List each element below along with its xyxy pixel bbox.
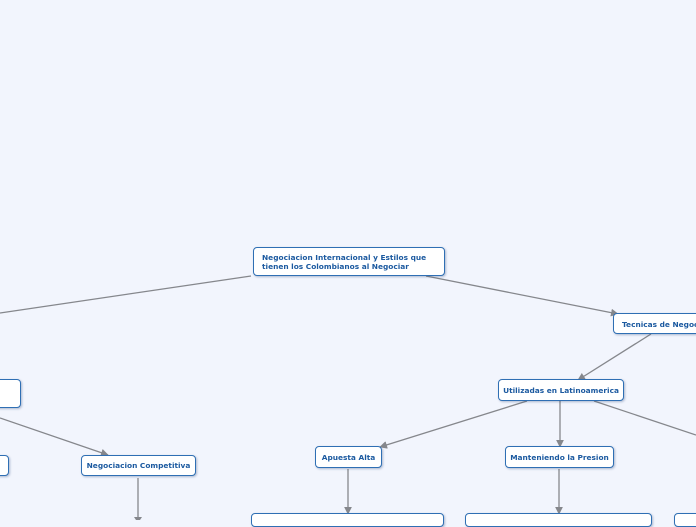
root-topic-node[interactable]: Negociacion Internacional y Estilos que … [253,247,445,276]
connector-competitiva-arrowhead [134,517,142,520]
partial-bottom-node-right[interactable] [674,513,696,527]
partial-left-node-lower[interactable] [0,455,9,476]
latinoamerica-label: Utilizadas en Latinoamerica [503,385,619,395]
competitiva-label: Negociacion Competitiva [86,461,191,470]
apuesta-alta-node[interactable]: Apuesta Alta [315,446,382,468]
partial-bottom-node-apuesta[interactable] [251,513,444,527]
connector-root-left [0,275,252,314]
root-topic-line-2: tienen los Colombianos al Negociar [262,262,409,271]
presion-node[interactable]: Manteniendo la Presion [505,446,614,468]
competitiva-node[interactable]: Negociacion Competitiva [81,455,196,476]
connector-left-competitiva [0,417,109,457]
presion-label: Manteniendo la Presion [510,452,609,462]
connector-root-tecnicas [425,275,619,317]
partial-bottom-node-presion[interactable] [465,513,652,527]
connector-tecnicas-latinoamerica [577,333,652,381]
apuesta-alta-label: Apuesta Alta [321,452,376,462]
connector-latinoamerica-right [593,400,696,436]
tecnicas-node[interactable]: Tecnicas de Negoci [613,313,696,334]
latinoamerica-node[interactable]: Utilizadas en Latinoamerica [498,379,624,401]
connector-latinoamerica-apuesta [379,400,528,449]
root-topic-line-1: Negociacion Internacional y Estilos que [262,253,427,262]
tecnicas-label: Tecnicas de Negoci [622,320,696,329]
partial-left-node-upper[interactable] [0,379,21,408]
